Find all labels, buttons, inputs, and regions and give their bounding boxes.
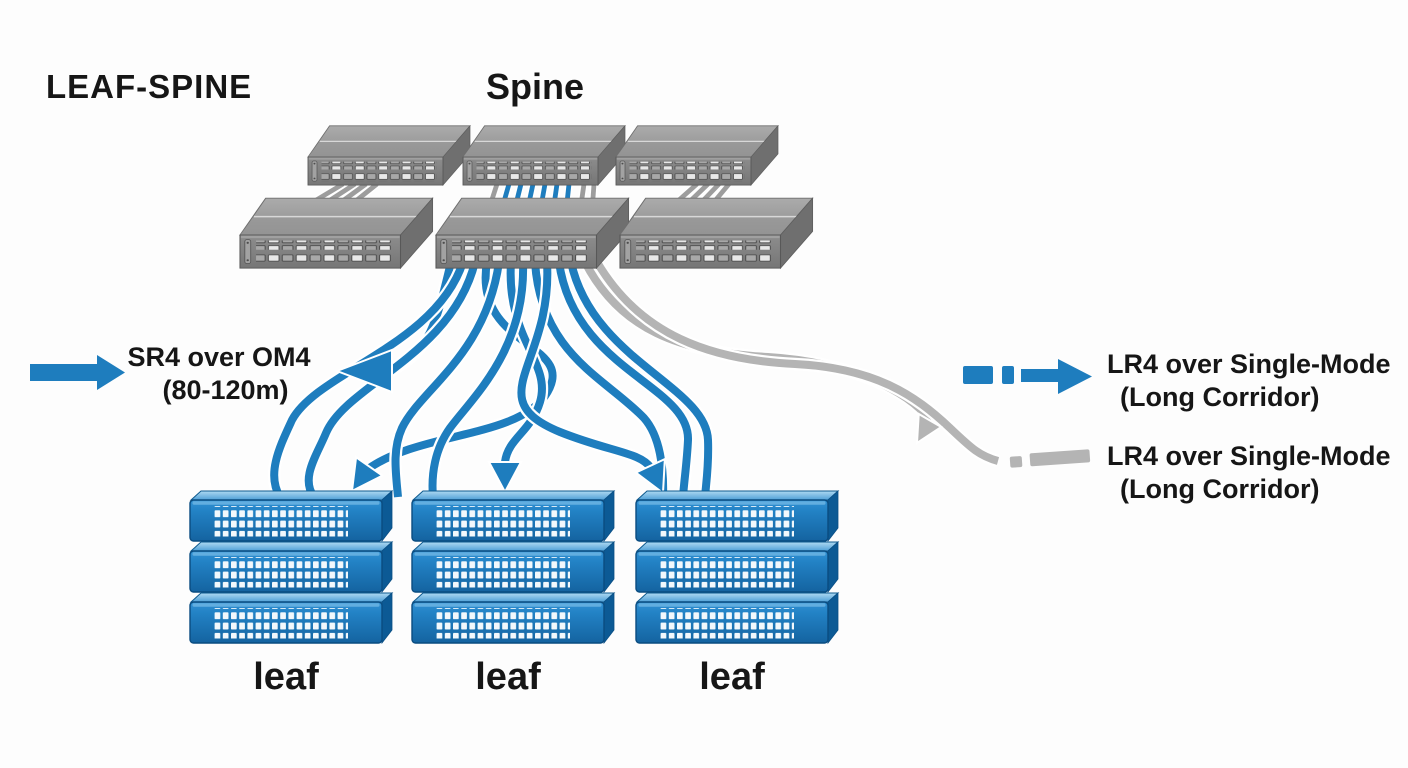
sr4-legend-label: SR4 over OM4 (80-120m) <box>118 341 320 407</box>
legend-swatches <box>30 355 1092 394</box>
leaf-stack-3 <box>635 490 839 644</box>
blue-cable-bundle <box>274 262 708 500</box>
leaf-label-2: leaf <box>475 656 541 698</box>
sr4-solid-arrow-icon <box>30 355 125 390</box>
lr4-blue-legend-line1: LR4 over Single-Mode <box>1107 349 1391 379</box>
spine-switch <box>615 125 779 186</box>
leaf3-arrowhead-icon <box>633 457 666 495</box>
spine-switch <box>619 197 814 269</box>
lr4-dashed-arrow-icon <box>963 359 1092 394</box>
sr4-legend-line1: SR4 over OM4 <box>127 342 311 372</box>
spine-switch <box>435 197 630 269</box>
sr4-callout-arrowhead-icon <box>334 348 393 394</box>
spine-switch <box>462 125 626 186</box>
spine-switch <box>239 197 434 269</box>
lr4-gray-legend-line1: LR4 over Single-Mode <box>1107 441 1391 471</box>
leaf-label-3: leaf <box>699 656 765 698</box>
spine-switch <box>307 125 471 186</box>
gray-cable-dash-tail <box>1009 449 1091 468</box>
leaf1-arrowhead-icon <box>350 455 385 493</box>
leaf-stack-2 <box>411 490 615 644</box>
leaf-stacks <box>189 490 839 644</box>
lr4-blue-legend-line2: (Long Corridor) <box>1120 382 1320 412</box>
leaf2-arrowhead-icon <box>487 461 523 495</box>
lr4-gray-legend-label: LR4 over Single-Mode (Long Corridor) <box>1107 440 1391 506</box>
sr4-legend-line2: (80-120m) <box>162 375 289 405</box>
diagram-title: LEAF-SPINE <box>46 68 253 105</box>
gray-cable-arrowhead-icon <box>915 412 944 445</box>
lr4-blue-legend-label: LR4 over Single-Mode (Long Corridor) <box>1107 348 1391 414</box>
leaf-label-1: leaf <box>253 656 319 698</box>
lr4-gray-legend-line2: (Long Corridor) <box>1120 474 1320 504</box>
leaf-stack-1 <box>189 490 393 644</box>
spine-label: Spine <box>485 66 584 107</box>
gray-singlemode-cables <box>585 262 1091 468</box>
